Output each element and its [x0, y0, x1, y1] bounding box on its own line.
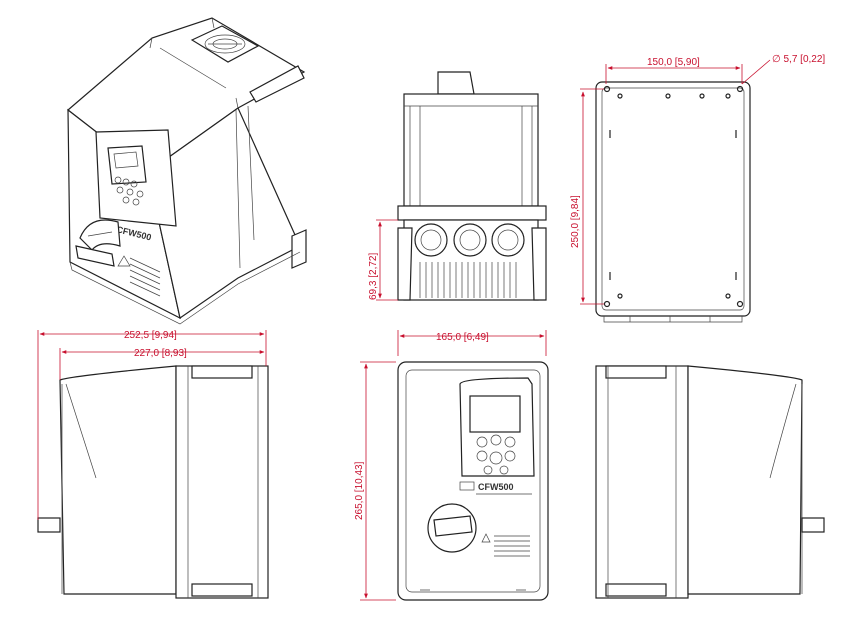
- heatsink-fins: [419, 262, 517, 298]
- front-logo: CFW500: [478, 482, 514, 492]
- dim-bottom-height: 69,3 [2,72]: [368, 253, 379, 300]
- front-disconnect-switch: [427, 503, 477, 553]
- right-side-connector: [801, 517, 825, 533]
- front-view: CFW500: [397, 361, 549, 601]
- dim-side-depth-body: 227,0 [8,93]: [134, 348, 187, 359]
- dim-front-height: 265,0 [10,43]: [354, 461, 365, 520]
- dimension-labels: 150,0 [5,90] ∅ 5,7 [0,22] 250,0 [9,84] 6…: [124, 54, 825, 520]
- mounting-holes: [603, 85, 744, 308]
- dim-top-width: 150,0 [5,90]: [647, 57, 700, 68]
- disconnect-switch: [79, 219, 121, 251]
- front-keypad: [476, 434, 516, 475]
- fan-icon: [190, 25, 260, 63]
- bottom-connector-view: [397, 71, 547, 301]
- front-display: [469, 395, 521, 433]
- display-panel: [107, 145, 147, 185]
- right-side-view: [595, 365, 825, 599]
- warning-label: [117, 255, 161, 297]
- back-mounting-view: [595, 81, 751, 323]
- keypad: [114, 176, 144, 206]
- dim-side-depth-total: 252,5 [9,94]: [124, 330, 177, 341]
- dim-front-width: 165,0 [6,49]: [436, 332, 489, 343]
- cable-gland-1: [414, 223, 448, 257]
- dim-hole-diameter: ∅ 5,7 [0,22]: [772, 54, 825, 65]
- front-warning-label: [481, 533, 530, 557]
- cable-gland-3: [491, 223, 525, 257]
- dimension-lines: [37, 59, 771, 601]
- dim-back-height: 250,0 [9,84]: [570, 195, 581, 248]
- side-connector: [37, 517, 61, 533]
- isometric-view: CFW500: [67, 17, 307, 325]
- cable-gland-2: [453, 223, 487, 257]
- left-side-view: [37, 365, 269, 599]
